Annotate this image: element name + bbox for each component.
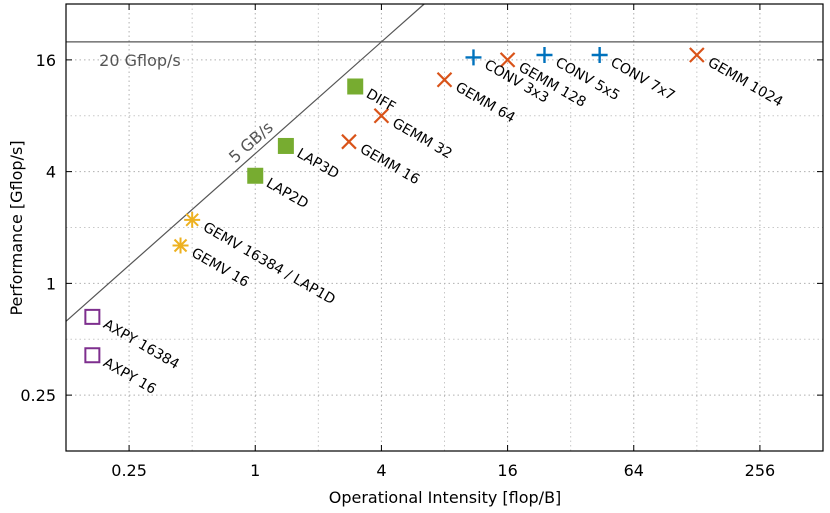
- point-label: LAP3D: [294, 146, 342, 183]
- marker-square-open: [84, 308, 101, 325]
- bandwidth-roofline: [65, 3, 425, 322]
- x-tick-label: 4: [376, 461, 386, 480]
- marker-square: [247, 167, 264, 184]
- data-point: [347, 78, 364, 95]
- data-point: [341, 133, 357, 150]
- y-ticks: 0.25 1 4 16: [20, 51, 823, 405]
- data-point: [536, 46, 553, 63]
- marker-x-stroke: [341, 133, 357, 150]
- data-point: [436, 71, 453, 88]
- marker-x-stroke: [499, 52, 516, 68]
- marker-x-stroke: [436, 71, 453, 88]
- y-tick-label: 1: [46, 274, 56, 293]
- x-tick-label: 256: [745, 461, 776, 480]
- plot-frame: [65, 3, 824, 452]
- x-tick-label: 16: [497, 461, 517, 480]
- data-point: [277, 137, 294, 154]
- data-point: [184, 211, 201, 228]
- compute-roof-label: 20 Gflop/s: [99, 51, 181, 70]
- point-label: GEMM 16: [357, 141, 422, 188]
- y-axis-label: Performance [Gflop/s]: [7, 140, 26, 315]
- data-point: [84, 308, 101, 325]
- data-point: [373, 107, 390, 124]
- data-points: [84, 46, 705, 364]
- data-point: [499, 52, 516, 68]
- data-point: [172, 237, 189, 254]
- x-tick-label: 0.25: [111, 461, 147, 480]
- x-tick-label: 1: [250, 461, 260, 480]
- x-ticks: 0.25 1 4 16 64 256: [111, 4, 775, 480]
- marker-asterisk-stroke: [185, 213, 199, 227]
- point-label: LAP2D: [263, 175, 311, 212]
- marker-x-stroke: [373, 107, 390, 124]
- data-point: [465, 49, 482, 66]
- marker-square: [347, 78, 364, 95]
- data-point: [591, 46, 608, 63]
- marker-square: [277, 137, 294, 154]
- marker-x-stroke: [689, 47, 705, 63]
- marker-square-open: [84, 347, 101, 364]
- data-point: [247, 167, 264, 184]
- x-tick-label: 64: [624, 461, 644, 480]
- point-label: GEMM 1024: [705, 55, 786, 111]
- x-axis-label: Operational Intensity [flop/B]: [329, 488, 562, 507]
- y-tick-label: 16: [36, 51, 56, 70]
- y-tick-label: 0.25: [20, 386, 56, 405]
- data-point: [84, 347, 101, 364]
- data-point: [689, 47, 705, 63]
- point-label: DIFF: [363, 86, 398, 115]
- y-tick-label: 4: [46, 163, 56, 182]
- marker-asterisk-stroke: [173, 238, 188, 253]
